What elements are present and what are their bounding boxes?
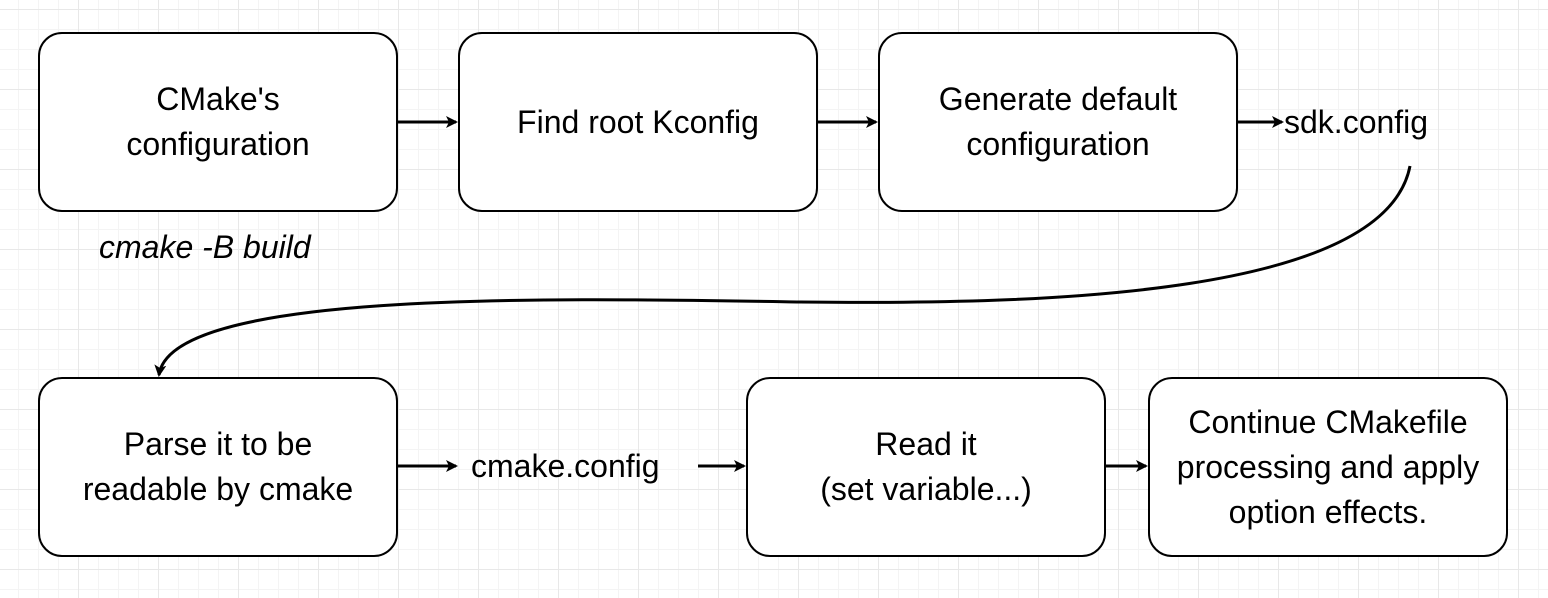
node-text: processing and apply xyxy=(1176,448,1480,485)
label-cmake-config: cmake.config xyxy=(471,448,660,484)
node-text: option effects. xyxy=(1228,493,1428,530)
node-text: configuration xyxy=(126,126,310,162)
node-text: CMake's xyxy=(156,81,280,117)
node-text: Read it xyxy=(875,426,977,462)
node-generate-default-configuration: Generate default configuration xyxy=(878,32,1238,212)
node-find-root-kconfig: Find root Kconfig xyxy=(458,32,818,212)
node-text: Continue CMakefile xyxy=(1188,403,1468,440)
node-text: (set variable...) xyxy=(820,471,1032,507)
node-continue-processing: Continue CMakefile processing and apply … xyxy=(1148,377,1508,557)
label-cmake-command: cmake -B build xyxy=(99,229,311,265)
edge-sdk-to-parse xyxy=(154,165,1412,377)
node-text: Parse it to be xyxy=(123,426,313,462)
node-text: readable by cmake xyxy=(82,471,354,507)
node-text: configuration xyxy=(966,126,1150,162)
node-read-it: Read it (set variable...) xyxy=(746,377,1106,557)
node-cmake-configuration: CMake's configuration xyxy=(38,32,398,212)
node-text: Generate default xyxy=(938,81,1178,117)
node-parse-it: Parse it to be readable by cmake xyxy=(38,377,398,557)
node-text: Find root Kconfig xyxy=(517,103,759,140)
label-sdk-config: sdk.config xyxy=(1284,104,1429,140)
